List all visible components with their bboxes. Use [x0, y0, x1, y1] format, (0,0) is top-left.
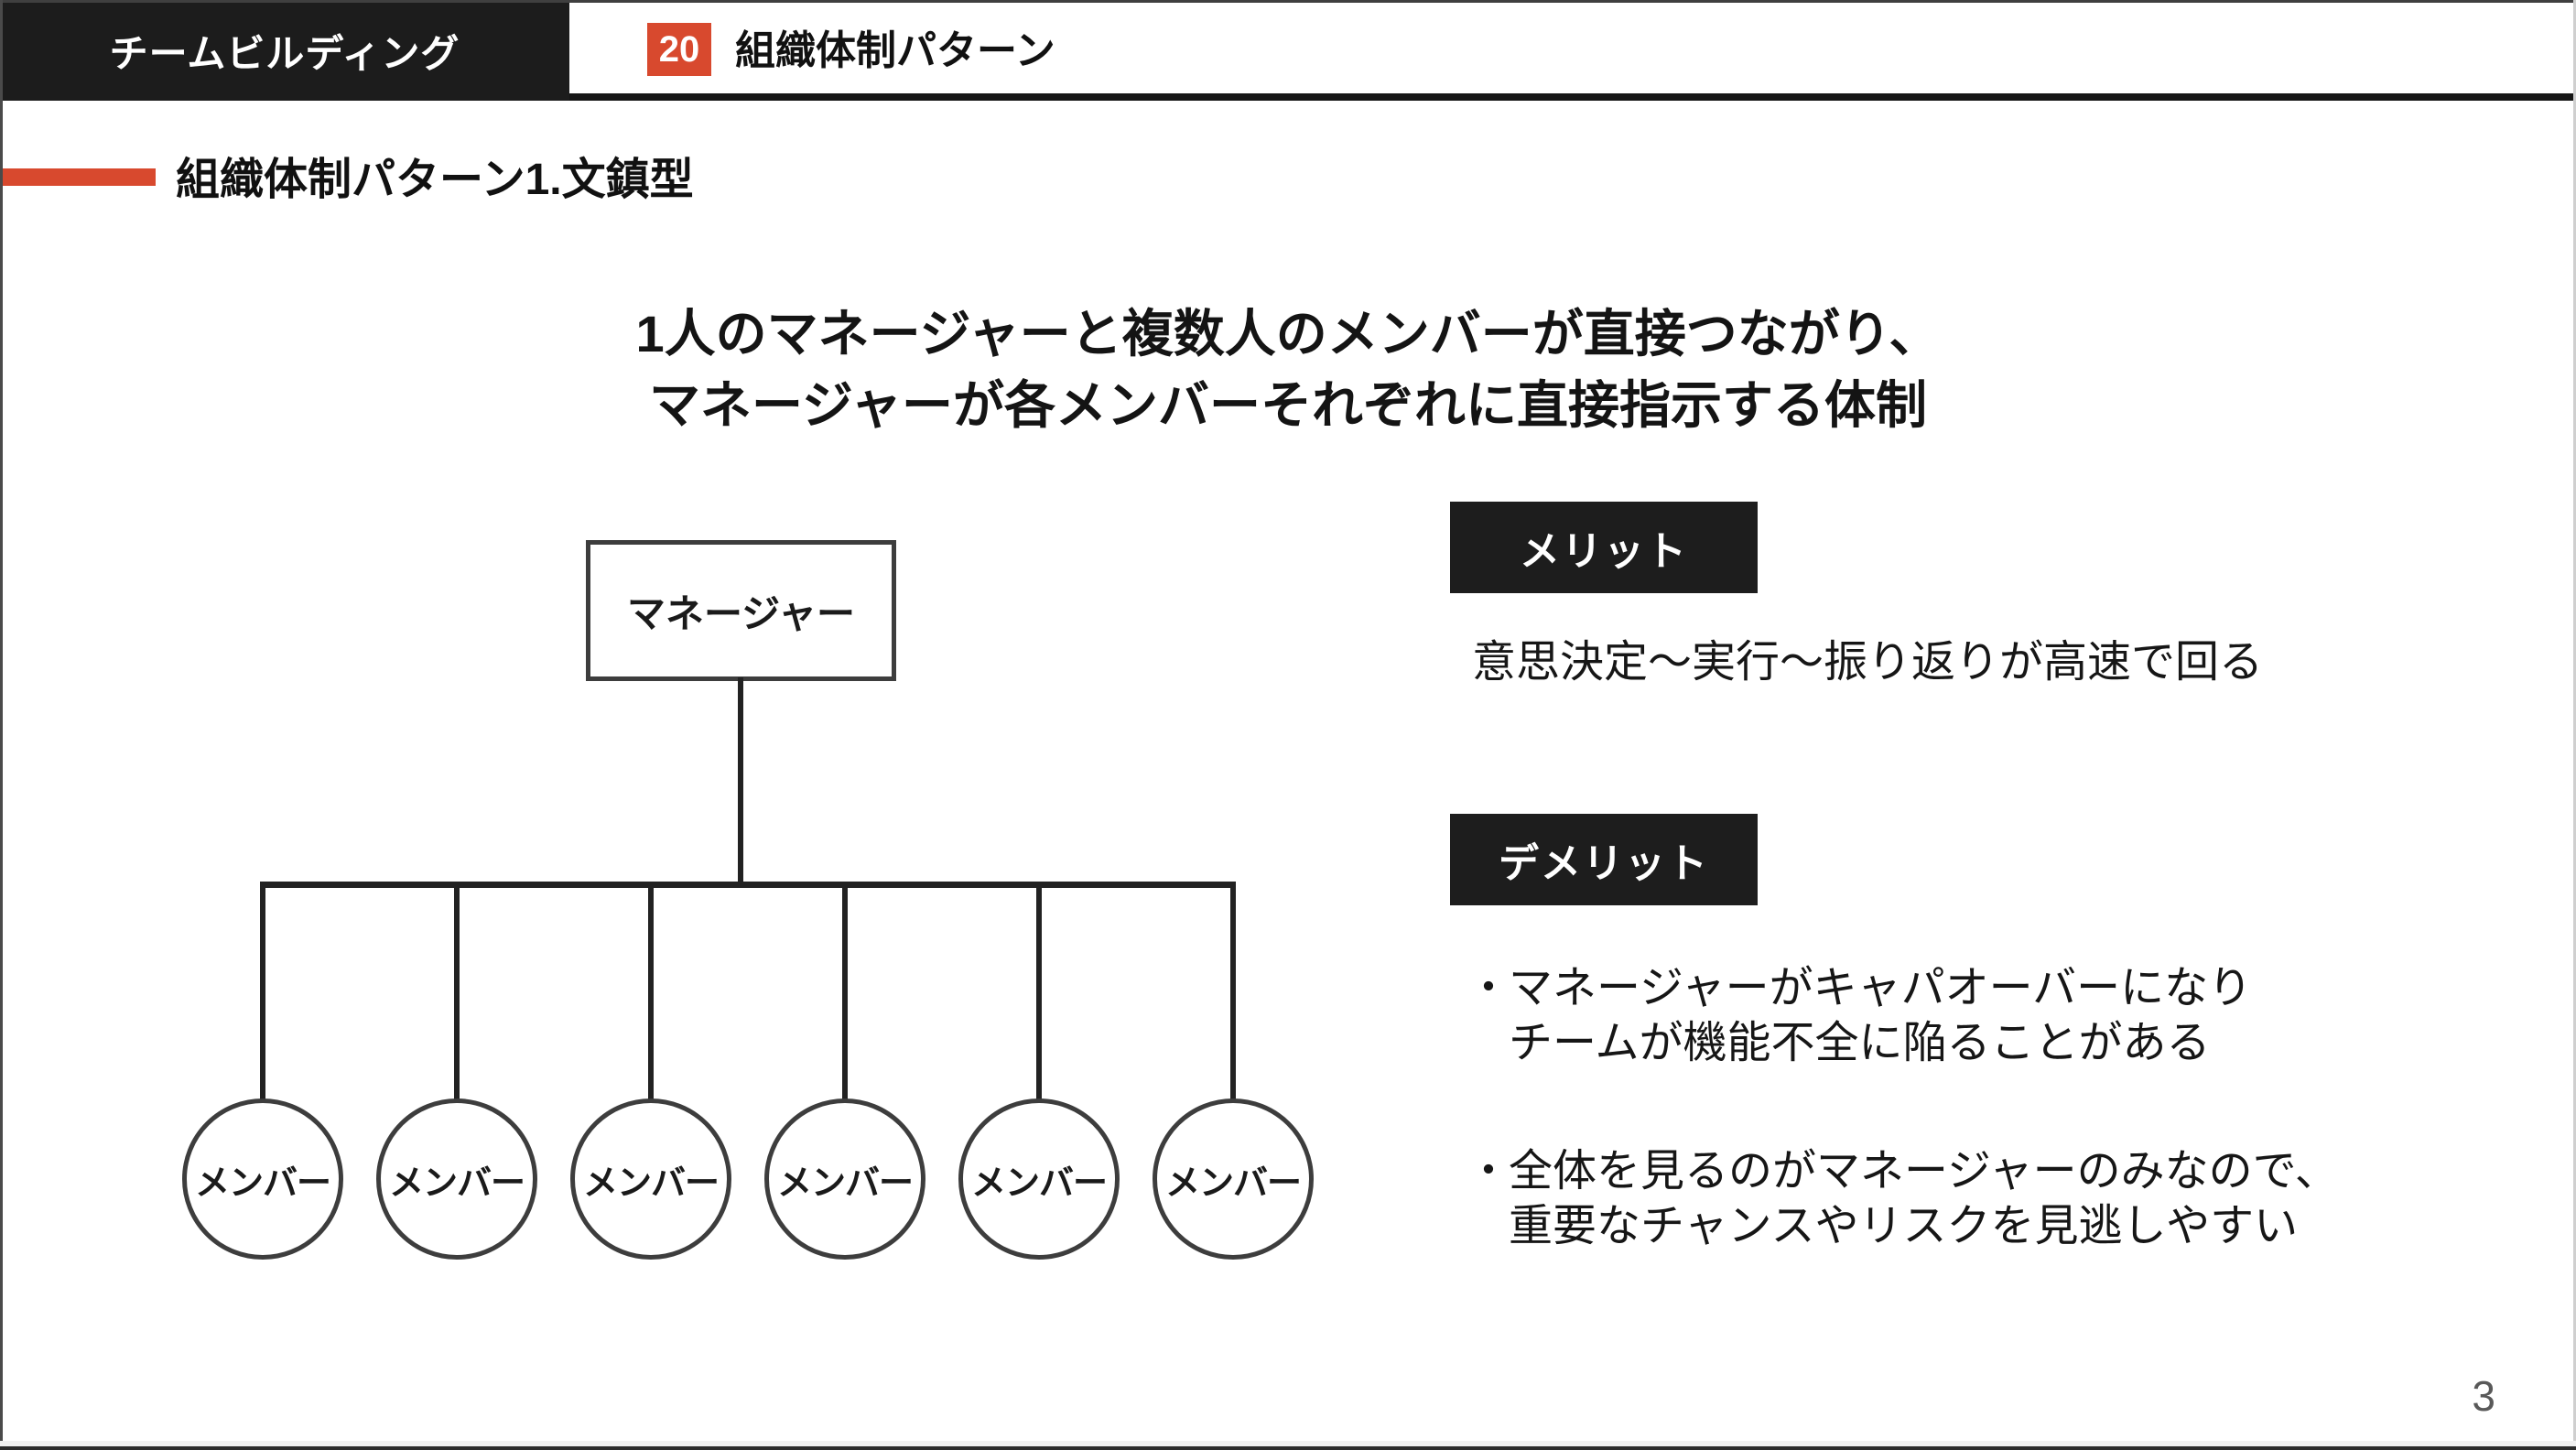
demerit-bullet: ・ 全体を見るのがマネージャーのみなので、 重要なチャンスやリスクを見逃しやすい — [1467, 1144, 2339, 1254]
frame-edge-top — [0, 0, 2576, 3]
frame-edge-bottom-strip — [0, 1441, 2576, 1446]
connector-drop — [648, 885, 654, 1103]
frame-edge-left — [0, 0, 3, 1450]
bullet-dot: ・ — [1467, 964, 1511, 1012]
connector-drop — [842, 885, 848, 1103]
brand-label: チームビルディング — [109, 31, 460, 75]
member-label: メンバー — [776, 1163, 914, 1203]
demerit-heading: デメリット — [1499, 841, 1709, 886]
member-label: メンバー — [582, 1163, 720, 1203]
member-node: メンバー — [764, 1098, 925, 1260]
member-node: メンバー — [182, 1098, 343, 1260]
member-node: メンバー — [1153, 1098, 1314, 1260]
header-bottom-rule — [0, 93, 2576, 101]
member-node: メンバー — [376, 1098, 537, 1260]
brand-block: チームビルディング — [0, 0, 569, 101]
demerit-bullet-line: 重要なチャンスやリスクを見逃しやすい — [1509, 1202, 2299, 1250]
header-bar: チームビルディング 20 組織体制パターン — [0, 0, 2576, 101]
member-label: メンバー — [194, 1163, 331, 1203]
page-number: 3 — [2472, 1372, 2495, 1420]
demerit-bullet-line: チームが機能不全に陥ることがある — [1509, 1019, 2211, 1067]
connector-drop — [1036, 885, 1042, 1103]
manager-node: マネージャー — [586, 540, 896, 681]
lesson-title: 組織体制パターン — [735, 28, 1055, 73]
main-title-line-1: 1人のマネージャーと複数人のメンバーが直接つながり、 — [635, 305, 1941, 362]
merit-heading: メリット — [1520, 529, 1688, 574]
member-label: メンバー — [388, 1163, 525, 1203]
demerit-bullet-line: マネージャーがキャパオーバーになり — [1509, 964, 2253, 1012]
frame-edge-bottom-line — [0, 1446, 2576, 1450]
frame-edge-right — [2573, 0, 2576, 1450]
lesson-number-badge: 20 — [647, 23, 711, 76]
bullet-dot: ・ — [1467, 1147, 1511, 1196]
section-accent-bar — [0, 168, 156, 186]
lesson-number: 20 — [658, 28, 700, 70]
demerit-bullet: ・ マネージャーがキャパオーバーになり チームが機能不全に陥ることがある — [1467, 961, 2252, 1071]
merit-body: 意思決定〜実行〜振り返りが高速で回る — [1472, 638, 2264, 687]
manager-label: マネージャー — [626, 591, 856, 635]
connector-bus — [260, 882, 1236, 888]
demerit-heading-box: デメリット — [1450, 814, 1758, 905]
connector-stem — [738, 677, 743, 886]
member-label: メンバー — [970, 1163, 1108, 1203]
demerit-bullet-line: 全体を見るのがマネージャーのみなので、 — [1509, 1147, 2339, 1196]
connector-drop — [454, 885, 460, 1103]
merit-heading-box: メリット — [1450, 502, 1758, 593]
member-node: メンバー — [570, 1098, 731, 1260]
section-heading: 組織体制パターン1.文鎮型 — [176, 156, 694, 204]
member-node: メンバー — [958, 1098, 1120, 1260]
main-title-line-2: マネージャーが各メンバーそれぞれに直接指示する体制 — [648, 376, 1928, 434]
connector-drop — [260, 885, 265, 1103]
member-label: メンバー — [1164, 1163, 1302, 1203]
main-title: 1人のマネージャーと複数人のメンバーが直接つながり、 マネージャーが各メンバーそ… — [0, 298, 2576, 441]
connector-drop — [1230, 885, 1236, 1103]
